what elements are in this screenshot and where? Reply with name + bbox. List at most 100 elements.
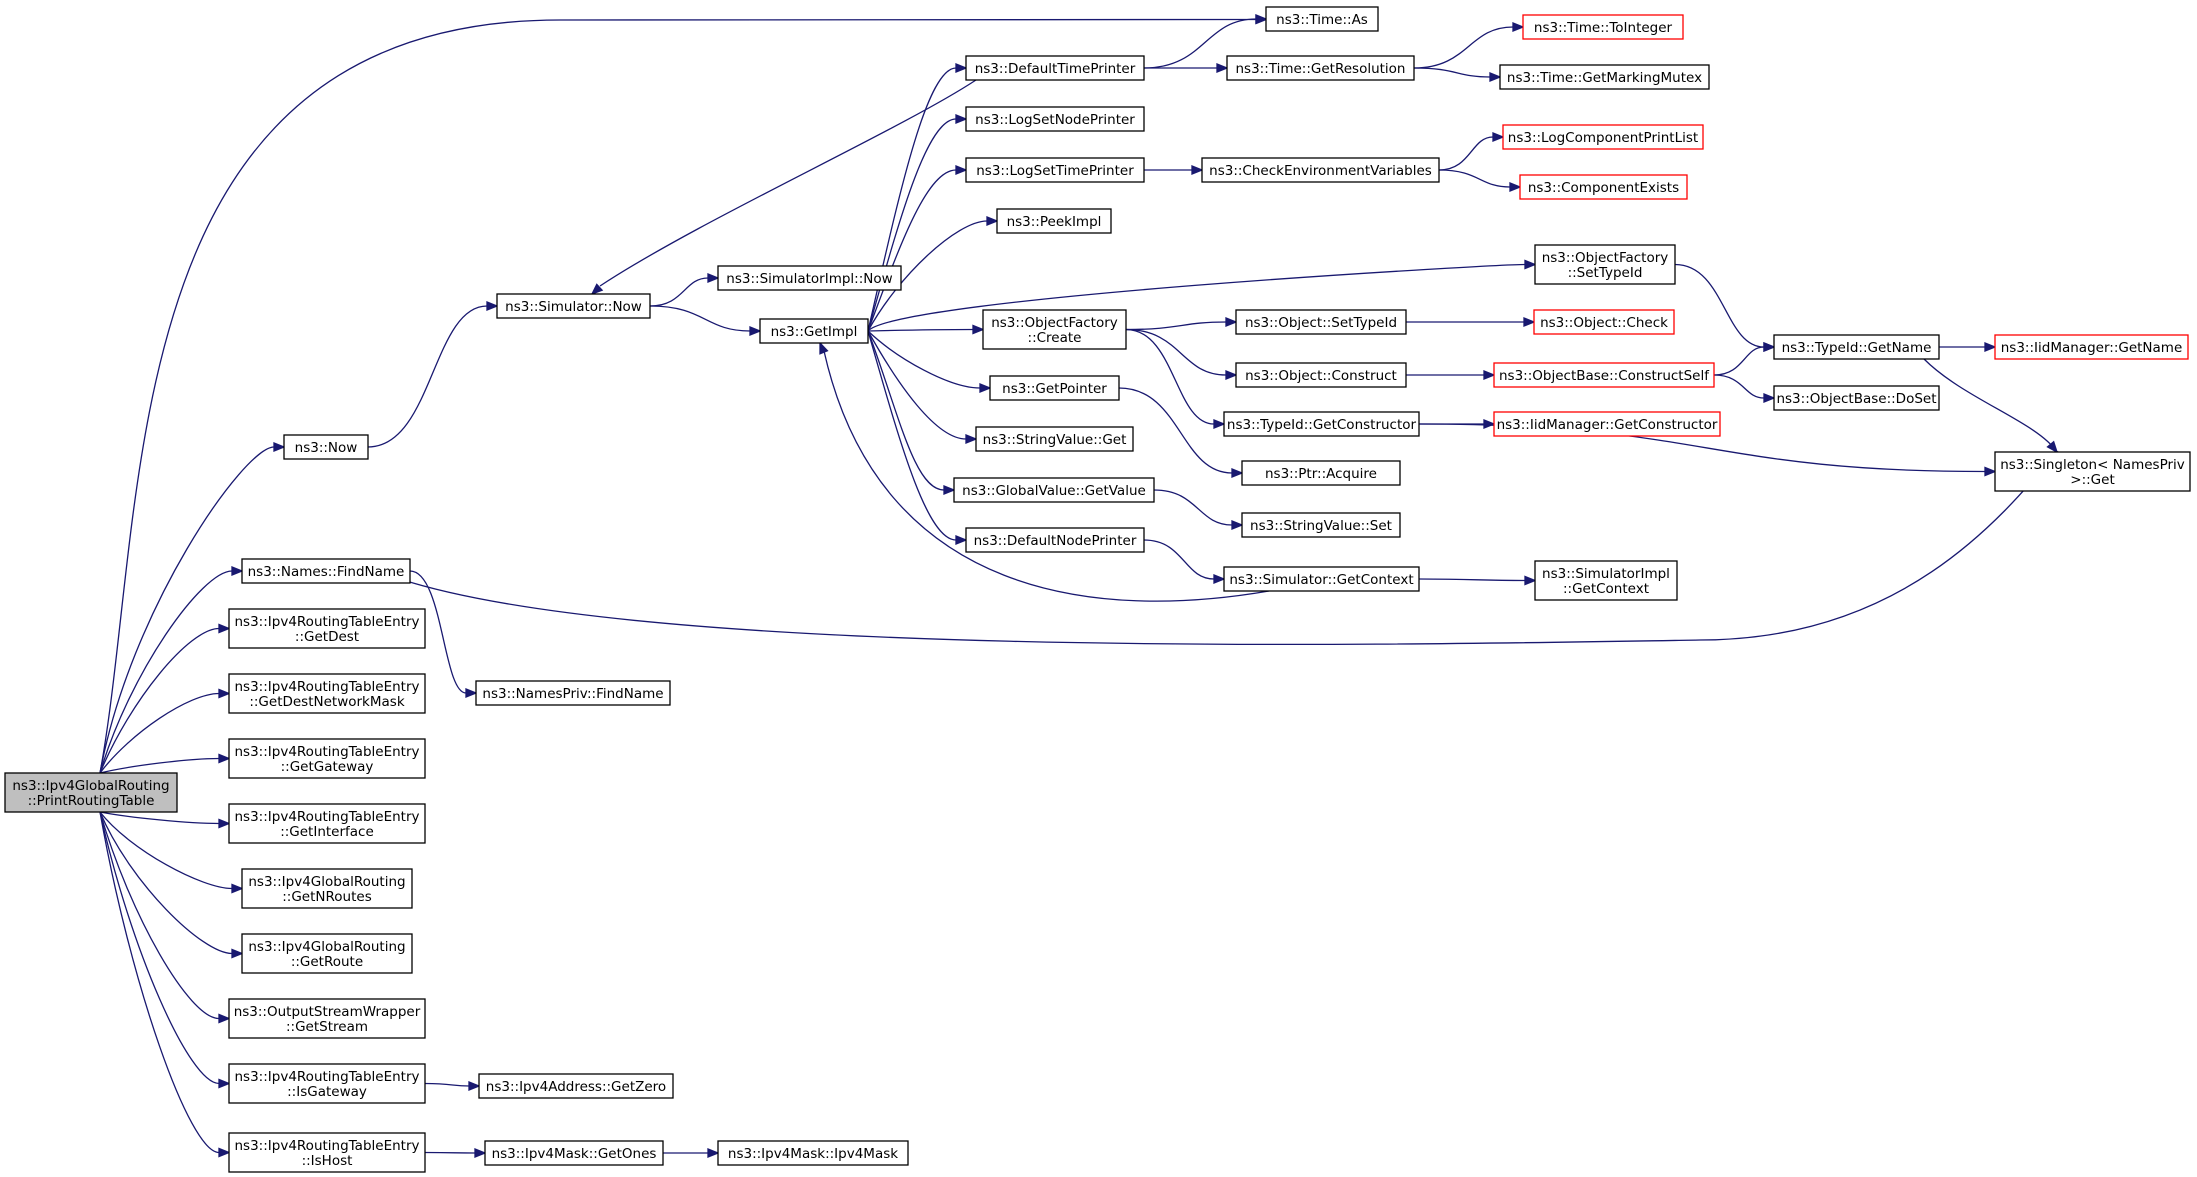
node-timeas[interactable]: ns3::Time::As [1265, 6, 1379, 32]
node-getinterface[interactable]: ns3::Ipv4RoutingTableEntry::GetInterface [228, 803, 426, 844]
edge-checkenv-to-compexists [1438, 169, 1511, 188]
node-obconstructself[interactable]: ns3::ObjectBase::ConstructSelf [1493, 362, 1715, 388]
edge-getimpl-to-gvgetvalue-arrowhead [943, 485, 956, 495]
node-root[interactable]: ns3::Ipv4GlobalRouting::PrintRoutingTabl… [4, 772, 178, 813]
node-box [996, 208, 1112, 234]
node-box [975, 426, 1134, 452]
node-getdestmask[interactable]: ns3::Ipv4RoutingTableEntry::GetDestNetwo… [228, 673, 426, 714]
node-logsetnode[interactable]: ns3::LogSetNodePrinter [965, 106, 1145, 132]
node-simimplnow[interactable]: ns3::SimulatorImpl::Now [717, 265, 902, 291]
node-stringget[interactable]: ns3::StringValue::Get [975, 426, 1134, 452]
node-label: ::IsHost [302, 1153, 353, 1169]
edge-root-to-namesfind [99, 570, 233, 774]
node-namesprivfind[interactable]: ns3::NamesPriv::FindName [475, 680, 671, 706]
edge-getimpl-to-deftimeprinter-arrowhead [955, 63, 968, 73]
node-label: ns3::Singleton< NamesPriv [2000, 457, 2185, 473]
node-logcomplist[interactable]: ns3::LogComponentPrintList [1502, 124, 1704, 150]
edge-root-to-ishost [99, 811, 220, 1154]
edge-gvgetvalue-to-stringset-arrowhead [1231, 520, 1244, 530]
node-objconstruct[interactable]: ns3::Object::Construct [1235, 362, 1407, 388]
edge-root-to-now-arrowhead [273, 442, 286, 452]
edge-getimpl-to-getpointer-arrowhead [979, 383, 992, 393]
edge-root-to-ishost-arrowhead [218, 1147, 231, 1158]
node-ptracquire[interactable]: ns3::Ptr::Acquire [1241, 460, 1401, 486]
node-getroute[interactable]: ns3::Ipv4GlobalRouting::GetRoute [241, 933, 413, 974]
node-logsettime[interactable]: ns3::LogSetTimePrinter [965, 157, 1145, 183]
node-getstream[interactable]: ns3::OutputStreamWrapper::GetStream [228, 998, 426, 1039]
node-label: ::SetTypeId [1568, 265, 1643, 281]
node-label: ns3::LogSetTimePrinter [976, 163, 1134, 179]
node-box [717, 265, 902, 291]
node-ofsettypeid[interactable]: ns3::ObjectFactory::SetTypeId [1534, 244, 1676, 285]
edge-getimpl-to-ofcreate [867, 328, 974, 332]
node-gvgetvalue[interactable]: ns3::GlobalValue::GetValue [953, 477, 1155, 503]
node-ofcreate[interactable]: ns3::ObjectFactory::Create [982, 309, 1127, 350]
node-box [1241, 512, 1401, 538]
node-box [965, 527, 1145, 553]
node-iidgetname[interactable]: ns3::IidManager::GetName [1994, 334, 2189, 360]
edge-root-to-getinterface-arrowhead [218, 818, 231, 829]
node-label: ns3::DefaultNodePrinter [974, 533, 1137, 549]
node-box [241, 933, 413, 974]
node-tidgetctor[interactable]: ns3::TypeId::GetConstructor [1223, 411, 1420, 437]
node-box [1499, 64, 1710, 90]
edge-tidgetname-to-singletonget-arrowhead [2046, 440, 2059, 454]
node-box [4, 772, 178, 813]
edge-root-to-namesfind-arrowhead [231, 566, 244, 576]
node-simnow[interactable]: ns3::Simulator::Now [496, 293, 651, 319]
node-label: ns3::GetPointer [1002, 381, 1107, 397]
node-box [965, 106, 1145, 132]
node-box [475, 680, 671, 706]
node-box [283, 434, 369, 460]
node-getzero[interactable]: ns3::Ipv4Address::GetZero [478, 1073, 674, 1099]
node-getmutex[interactable]: ns3::Time::GetMarkingMutex [1499, 64, 1710, 90]
node-singletonget[interactable]: ns3::Singleton< NamesPriv >::Get [1994, 451, 2191, 492]
node-stringset[interactable]: ns3::StringValue::Set [1241, 512, 1401, 538]
node-now[interactable]: ns3::Now [283, 434, 369, 460]
node-toint[interactable]: ns3::Time::ToInteger [1522, 14, 1684, 40]
node-getones[interactable]: ns3::Ipv4Mask::GetOnes [484, 1140, 664, 1166]
edge-obconstructself-to-obdoset-arrowhead [1763, 393, 1776, 403]
edge-getimpl-to-logsetnode-arrowhead [955, 114, 968, 124]
node-checkenv[interactable]: ns3::CheckEnvironmentVariables [1201, 157, 1440, 183]
edge-getimpl-to-gvgetvalue [867, 330, 945, 491]
node-label: ns3::ObjectBase::DoSet [1776, 391, 1936, 407]
node-getimpl[interactable]: ns3::GetImpl [759, 318, 869, 344]
node-getpointer[interactable]: ns3::GetPointer [989, 375, 1120, 401]
edge-namesfind-to-namesprivfind [409, 570, 467, 694]
node-compexists[interactable]: ns3::ComponentExists [1519, 174, 1688, 200]
node-namesfind[interactable]: ns3::Names::FindName [241, 558, 411, 584]
node-box [953, 477, 1155, 503]
node-label: ns3::OutputStreamWrapper [234, 1004, 421, 1020]
node-getgateway[interactable]: ns3::Ipv4RoutingTableEntry::GetGateway [228, 738, 426, 779]
edge-deftimeprinter-to-getresolution-arrowhead [1216, 63, 1229, 73]
node-getnroutes[interactable]: ns3::Ipv4GlobalRouting::GetNRoutes [241, 868, 413, 909]
node-box [1994, 334, 2189, 360]
node-obdoset[interactable]: ns3::ObjectBase::DoSet [1773, 385, 1940, 411]
node-iidgetctor[interactable]: ns3::IidManager::GetConstructor [1493, 411, 1721, 437]
edge-getresolution-to-getmutex [1413, 67, 1491, 78]
edge-getones-to-ipv4mask-arrowhead [707, 1148, 720, 1158]
node-objsettypeid[interactable]: ns3::Object::SetTypeId [1235, 309, 1407, 335]
node-peekimpl[interactable]: ns3::PeekImpl [996, 208, 1112, 234]
edge-ishost-to-getones-arrowhead [474, 1148, 487, 1158]
node-label: ns3::Time::ToInteger [1534, 20, 1673, 36]
node-isgateway[interactable]: ns3::Ipv4RoutingTableEntry::IsGateway [228, 1063, 426, 1104]
node-tidgetname[interactable]: ns3::TypeId::GetName [1773, 334, 1940, 360]
node-label: ns3::CheckEnvironmentVariables [1209, 163, 1432, 179]
edge-getpointer-to-ptracquire [1118, 387, 1233, 474]
node-ipv4mask[interactable]: ns3::Ipv4Mask::Ipv4Mask [717, 1140, 909, 1166]
edge-getimpl-to-peekimpl [867, 220, 988, 332]
node-box [1235, 362, 1407, 388]
node-defnodeprinter[interactable]: ns3::DefaultNodePrinter [965, 527, 1145, 553]
node-ishost[interactable]: ns3::Ipv4RoutingTableEntry::IsHost [228, 1132, 426, 1173]
node-simimplgetctx[interactable]: ns3::SimulatorImpl::GetContext [1534, 560, 1678, 601]
node-getdest[interactable]: ns3::Ipv4RoutingTableEntry::GetDest [228, 608, 426, 649]
node-objcheck[interactable]: ns3::Object::Check [1533, 309, 1675, 335]
node-getresolution[interactable]: ns3::Time::GetResolution [1226, 55, 1415, 81]
node-simgetctx[interactable]: ns3::Simulator::GetContext [1223, 566, 1420, 592]
node-label: ns3::Simulator::GetContext [1229, 572, 1413, 588]
node-deftimeprinter[interactable]: ns3::DefaultTimePrinter [965, 55, 1145, 81]
node-box [1265, 6, 1379, 32]
